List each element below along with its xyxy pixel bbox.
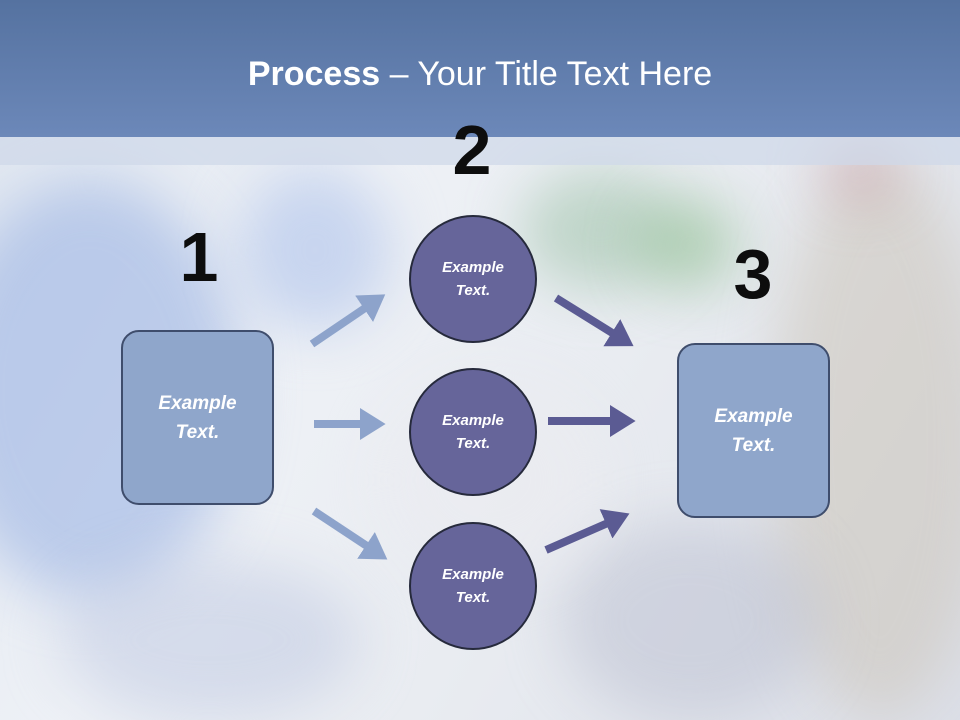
background-photo-blur	[60, 560, 360, 720]
step-3-box: Example Text.	[677, 343, 830, 518]
arrow-2a-to-3	[553, 294, 634, 347]
step-2-circle-text: Example Text.	[442, 566, 504, 606]
step-1-box: Example Text.	[121, 330, 274, 505]
step-2-number: 2	[452, 111, 492, 189]
arrow-1-to-2a	[309, 294, 386, 348]
step-3-text: Example Text.	[714, 405, 793, 456]
step-2-circle-middle: Example Text.	[409, 368, 537, 496]
title-rest: – Your Title Text Here	[380, 55, 713, 93]
slide-title: Process – Your Title Text Here	[0, 54, 960, 94]
title-band	[0, 0, 960, 137]
step-2-circle-top: Example Text.	[409, 215, 537, 343]
step-1-text: Example Text.	[158, 392, 237, 443]
step-3-number: 3	[733, 235, 773, 313]
arrow-1-to-2c	[311, 507, 388, 560]
title-band-fade	[0, 137, 960, 165]
arrow-2c-to-3	[544, 509, 630, 554]
step-2-circle-text: Example Text.	[442, 412, 504, 452]
title-bold: Process	[247, 55, 381, 93]
step-1-number: 1	[179, 218, 219, 296]
background-photo-blur	[520, 170, 680, 290]
step-2-circle-text: Example Text.	[442, 259, 504, 299]
step-2-circle-bottom: Example Text.	[409, 522, 537, 650]
background-photo-blur	[560, 520, 820, 720]
background-photo-blur	[640, 200, 740, 290]
